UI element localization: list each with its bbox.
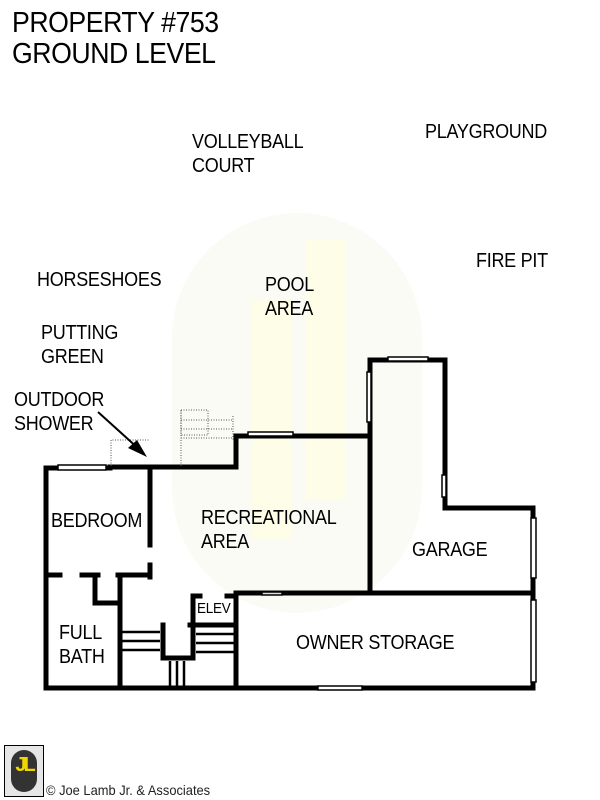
label-outdoor-shower: OUTDOOR SHOWER xyxy=(14,388,104,436)
jl-logo: JL xyxy=(4,745,44,797)
room-full-bath: FULL BATH xyxy=(59,621,105,669)
logo-badge-icon xyxy=(11,750,37,792)
room-elevator: ELEV xyxy=(197,600,231,617)
label-volleyball-court: VOLLEYBALL COURT xyxy=(192,130,304,178)
label-horseshoes: HORSESHOES xyxy=(37,269,162,291)
label-playground: PLAYGROUND xyxy=(425,121,547,143)
room-recreational-area: RECREATIONAL AREA xyxy=(201,506,337,554)
copyright-text: © Joe Lamb Jr. & Associates xyxy=(46,782,211,798)
label-line: POOL xyxy=(265,274,314,296)
watermark-j-stroke xyxy=(252,300,292,540)
label-line: VOLLEYBALL xyxy=(192,131,304,153)
title-property: PROPERTY #753 xyxy=(12,7,219,39)
label-putting-green: PUTTING GREEN xyxy=(41,321,118,369)
title-level: GROUND LEVEL xyxy=(12,38,216,70)
label-line: OUTDOOR xyxy=(14,389,105,411)
label-line: SHOWER xyxy=(14,413,94,435)
watermark-logo-background xyxy=(172,213,422,613)
outdoor-shower-arrow xyxy=(97,411,147,457)
logo-text: JL xyxy=(15,754,35,776)
label-fire-pit: FIRE PIT xyxy=(476,250,548,272)
watermark-l-stroke xyxy=(306,240,346,500)
room-garage: GARAGE xyxy=(412,539,488,561)
label-line: AREA xyxy=(201,531,249,553)
label-line: GREEN xyxy=(41,346,104,368)
label-line: RECREATIONAL xyxy=(201,507,337,529)
label-line: PUTTING xyxy=(41,322,119,344)
label-line: BATH xyxy=(59,646,105,668)
label-line: AREA xyxy=(265,298,313,320)
label-line: FULL xyxy=(59,622,102,644)
page-title: PROPERTY #753 GROUND LEVEL xyxy=(12,8,219,70)
label-line: COURT xyxy=(192,155,255,177)
room-owner-storage: OWNER STORAGE xyxy=(296,632,455,654)
label-pool-area: POOL AREA xyxy=(265,273,314,321)
room-bedroom: BEDROOM xyxy=(51,510,143,532)
